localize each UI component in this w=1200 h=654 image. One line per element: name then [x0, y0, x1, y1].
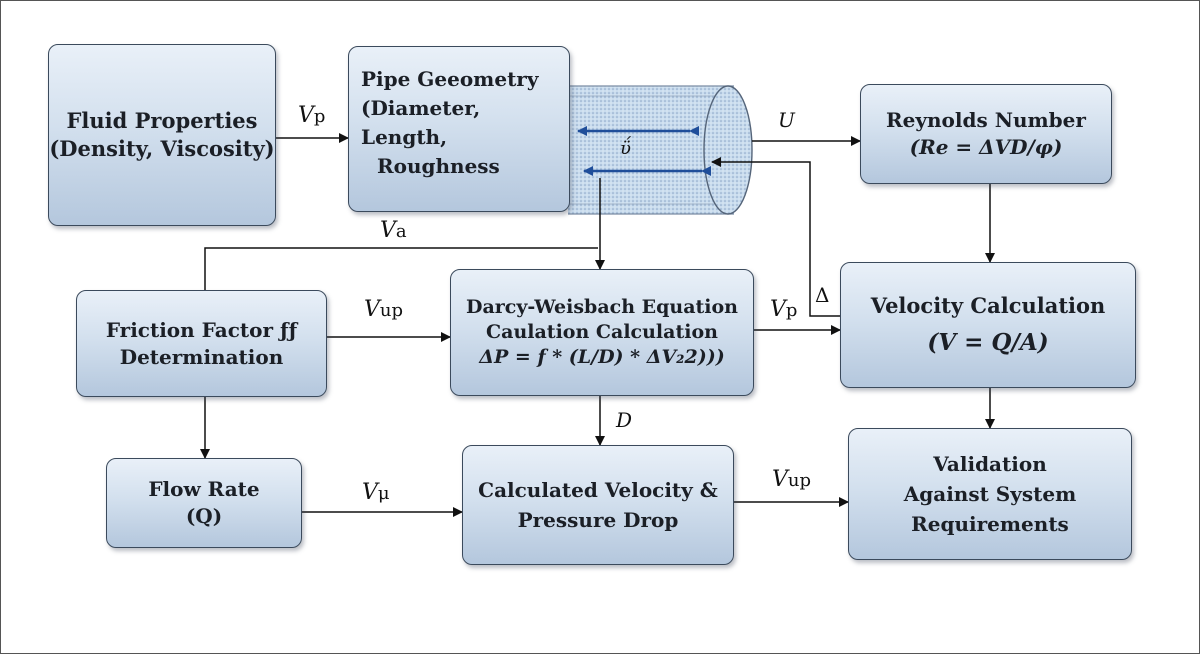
pipe-illustration — [568, 85, 753, 215]
label-va-friction: Va — [380, 218, 407, 243]
label-symbol: V — [364, 297, 380, 322]
box-line: Velocity Calculation — [870, 292, 1106, 318]
label-vup-calc-validation: Vup — [772, 467, 811, 492]
label-symbol: Δ — [815, 283, 830, 307]
box-line: Roughness — [377, 154, 500, 178]
label-symbol: ΰ — [620, 138, 631, 159]
label-subscript: up — [379, 300, 404, 321]
label-symbol: U — [778, 108, 795, 132]
connector-va-to-friction — [204, 247, 598, 290]
box-line: Validation — [933, 452, 1047, 476]
label-vup-friction-darcy: Vup — [364, 297, 403, 322]
box-line: (V = Q/A) — [927, 329, 1049, 357]
box-line: (Density, Viscosity) — [49, 136, 275, 161]
box-line: (Diameter, Length, — [361, 96, 481, 149]
box-line: ΔP = f * (L/D) * ΔV₂2))) — [479, 346, 725, 369]
label-symbol: V — [362, 480, 378, 505]
label-symbol: V — [298, 103, 314, 128]
fluid-properties-box: Fluid Properties(Density, Viscosity) — [48, 44, 276, 226]
box-line: Determination — [119, 344, 284, 369]
box-line: Caulation Calculation — [486, 320, 718, 343]
box-line: Flow Rate — [148, 477, 260, 502]
label-symbol: V — [772, 467, 788, 492]
box-line: Fluid Properties — [66, 108, 258, 134]
box-line: Calculated Velocity & — [478, 478, 718, 502]
label-u-pipe-reynolds: U — [778, 108, 795, 132]
box-line: Friction Factor ƒƒ — [105, 317, 298, 342]
flow-rate-box: Flow Rate(Q) — [106, 458, 302, 548]
label-symbol: V — [770, 297, 786, 322]
label-subscript: μ — [377, 483, 390, 504]
box-line: (Re = ΔVD/φ) — [909, 135, 1063, 159]
label-vp-fluid-pipe: Vp — [298, 103, 325, 128]
velocity-calculation-box: Velocity Calculation (V = Q/A) — [840, 262, 1136, 388]
label-subscript: p — [785, 300, 798, 321]
label-pipe-inner: ΰ — [620, 138, 631, 159]
label-d-darcy-calc: D — [616, 408, 632, 432]
label-symbol: D — [616, 408, 633, 432]
pipe-geometry-box: Pipe Geeometry (Diameter, Length, Roughnes… — [348, 46, 570, 212]
label-subscript: up — [787, 470, 812, 491]
box-line: Against System — [903, 482, 1077, 506]
label-vp-darcy-velocity: Vp — [770, 297, 797, 322]
box-line: Darcy-Weisbach Equation — [465, 295, 738, 318]
label-vu-flow-calc: Vμ — [362, 480, 390, 505]
reynolds-number-box: Reynolds Number(Re = ΔVD/φ) — [860, 84, 1112, 184]
label-symbol: V — [380, 218, 396, 243]
box-line: Requirements — [911, 512, 1069, 536]
calculated-velocity-box: Calculated Velocity & Pressure Drop — [462, 445, 734, 565]
box-line: Pressure Drop — [517, 508, 679, 532]
box-line: Reynolds Number — [886, 108, 1086, 133]
label-subscript: a — [395, 221, 407, 242]
box-line: Pipe Geeometry — [361, 67, 539, 91]
arrow-velocity-to-pipe-feedback — [711, 157, 840, 317]
box-line: (Q) — [185, 504, 223, 528]
label-delta-feedback: Δ — [815, 283, 829, 307]
label-subscript: p — [313, 106, 326, 127]
pipe-end-ellipse — [703, 85, 753, 215]
